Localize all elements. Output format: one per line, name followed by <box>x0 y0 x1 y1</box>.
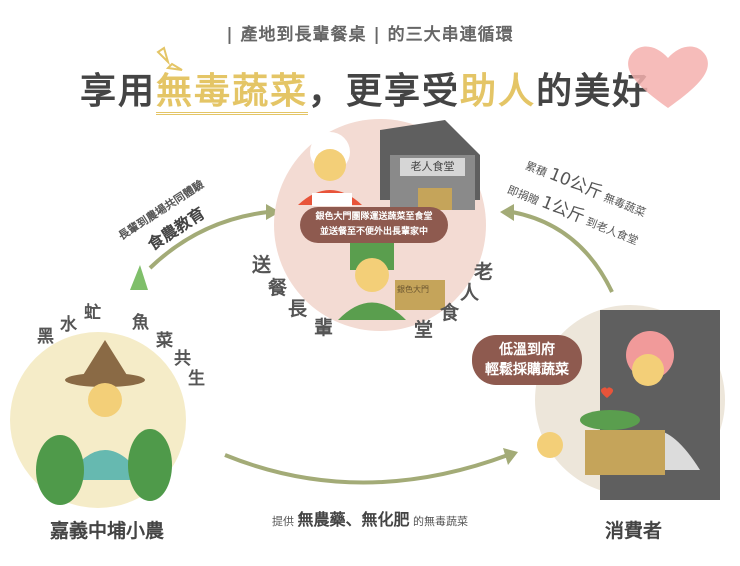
label-char: 生 <box>188 369 205 389</box>
text: 提供 <box>272 515 294 528</box>
heart-icon <box>600 387 614 398</box>
label-char: 共 <box>174 349 191 369</box>
label-char: 輩 <box>314 317 334 339</box>
delivery-bubble: 銀色大門團隊運送蔬菜至食堂 並送餐至不便外出長輩家中 <box>300 207 448 243</box>
title-part: 的美好 <box>536 71 651 112</box>
label-char: 魚 <box>132 313 149 333</box>
title-highlight: 助人 <box>460 71 537 112</box>
bubble-line: 低溫到府 <box>499 342 555 358</box>
box-label: 銀色大門 <box>397 285 429 294</box>
consumer-caption: 消費者 <box>605 520 663 542</box>
page-title: 享用無毒蔬菜，更享受助人的美好 <box>80 62 651 115</box>
arrow-left-icon <box>148 210 269 270</box>
label-char: 堂 <box>414 319 434 341</box>
spark-icon <box>156 46 183 71</box>
title-part: 享用 <box>80 71 157 112</box>
label-char: 虻 <box>84 303 101 323</box>
consumer-bubble: 低溫到府 輕鬆採購蔬菜 <box>472 335 582 385</box>
house-sign: 老人食堂 <box>410 160 455 173</box>
label-char: 食 <box>440 302 460 324</box>
bubble-line: 並送餐至不便外出長輩家中 <box>319 227 428 237</box>
bubble-line: 銀色大門團隊運送蔬菜至食堂 <box>315 212 433 222</box>
label-char: 人 <box>460 282 480 304</box>
bubble-line: 輕鬆採購蔬菜 <box>485 362 569 378</box>
label-char: 老 <box>474 261 494 283</box>
label-char: 水 <box>60 315 77 335</box>
title-part: ，更享受 <box>308 71 461 112</box>
farmer-caption: 嘉義中埔小農 <box>50 520 165 542</box>
bottom-arrow-text: 提供 無農藥、無化肥 的無毒蔬菜 <box>272 506 468 530</box>
label-char: 黑 <box>37 327 54 347</box>
label-char: 餐 <box>268 277 288 299</box>
label-char: 送 <box>252 254 272 276</box>
heart-icon <box>628 46 708 108</box>
arrow-right-icon <box>511 210 614 293</box>
label-char: 長 <box>288 298 308 320</box>
text: 的無毒蔬菜 <box>413 515 469 528</box>
title-highlight: 無毒蔬菜 <box>156 71 309 115</box>
subtitle: | 產地到長輩餐桌 | 的三大串連循環 <box>226 25 514 45</box>
arrow-bottom-icon <box>224 453 509 485</box>
label-char: 菜 <box>156 331 173 351</box>
text: 無農藥、無化肥 <box>297 510 410 529</box>
